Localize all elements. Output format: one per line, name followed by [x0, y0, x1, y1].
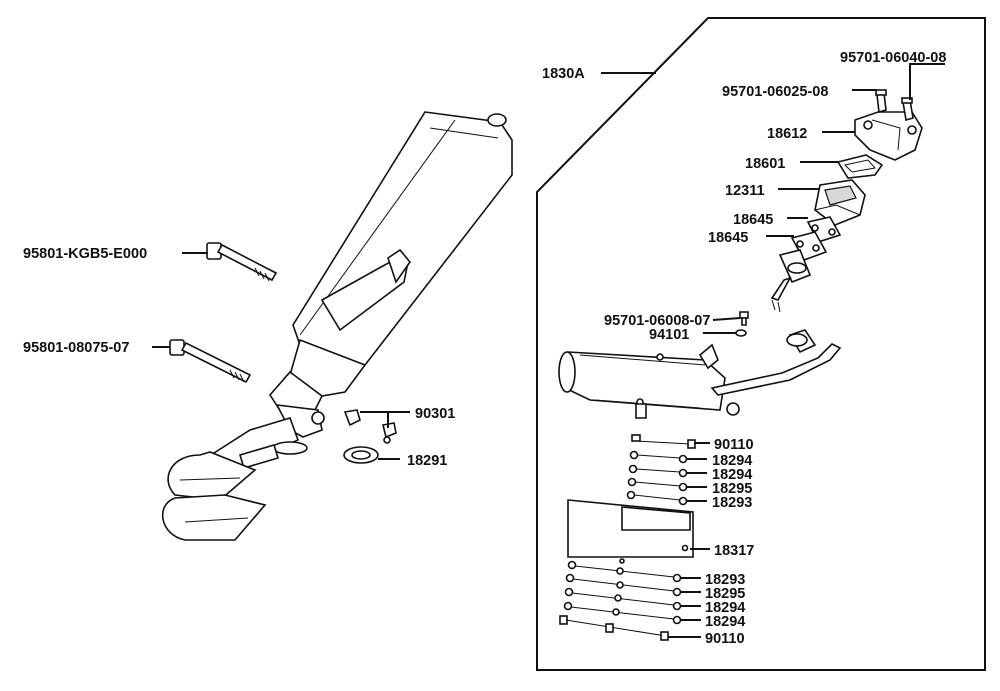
label-screw-b: 95701-06025-08 [722, 84, 828, 100]
assembly-frame [536, 17, 986, 671]
screw-a-icon [901, 97, 914, 122]
label-clip: 90301 [415, 406, 455, 422]
clip-icon [343, 409, 397, 444]
label-reed-valve: 12311 [725, 183, 765, 199]
label-pin-18295-a: 18295 [712, 481, 752, 497]
label-screw-90110-b: 90110 [705, 631, 745, 647]
gasket-18601-icon [836, 154, 884, 179]
label-pin-18294-d: 18294 [705, 614, 745, 630]
plate-icon [567, 499, 694, 564]
label-screw-c: 95701-06008-07 [604, 313, 710, 329]
label-bolt-short: 95801-08075-07 [23, 340, 129, 356]
label-pin-18294-a: 18294 [712, 453, 752, 469]
label-washer: 94101 [649, 327, 689, 343]
reed-valve-icon [814, 179, 866, 226]
screw-b-icon [875, 89, 887, 114]
label-bolt-long: 95801-KGB5-E000 [23, 246, 147, 262]
washer-icon [735, 329, 747, 337]
upper-pin-stack [626, 434, 696, 506]
leader-lines [152, 63, 945, 638]
label-pin-18294-c: 18294 [705, 600, 745, 616]
bolt-long-icon [206, 242, 278, 282]
label-gasket-18601: 18601 [745, 156, 785, 172]
label-gasket-18645-b: 18645 [708, 230, 748, 246]
label-pin-18295-b: 18295 [705, 586, 745, 602]
label-plate: 18317 [714, 543, 754, 559]
exhaust-system-icon [558, 329, 842, 419]
screw-c-icon [739, 311, 749, 326]
muffler-assembly [161, 111, 513, 541]
label-assembly: 1830A [542, 66, 585, 82]
intake-pipe-icon [770, 249, 812, 313]
gasket-ring-icon [343, 446, 379, 464]
label-screw-90110-a: 90110 [714, 437, 754, 453]
label-pin-18293-b: 18293 [705, 572, 745, 588]
label-gasket-18645-a: 18645 [733, 212, 773, 228]
cover-icon [854, 111, 923, 161]
label-cover: 18612 [767, 126, 807, 142]
label-pin-18293-a: 18293 [712, 495, 752, 511]
label-pin-18294-b: 18294 [712, 467, 752, 483]
label-screw-a: 95701-06040-08 [840, 50, 946, 66]
bolt-short-icon [169, 339, 252, 384]
label-gasket-ring: 18291 [407, 453, 447, 469]
lower-pin-stack [559, 560, 682, 641]
part-labels: 95801-KGB5-E000 95801-08075-07 90301 182… [23, 50, 946, 647]
